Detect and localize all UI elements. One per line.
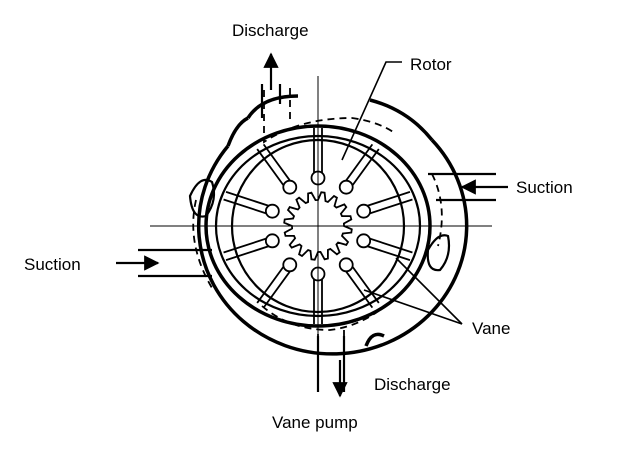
vane [223,191,280,219]
vane [338,257,380,309]
pump-housing [197,94,469,356]
flow-arrows [116,52,508,398]
caption: Vane pump [272,413,358,432]
vane-pivot-hole [282,179,298,195]
pipes [138,84,496,392]
label-rotor: Rotor [410,55,452,74]
port-left [188,178,216,218]
vane-pivot-hole [356,203,372,219]
rotor-leader [341,61,402,161]
vane [356,233,413,261]
vane-leader-2 [363,289,463,325]
vane-pivot-hole [338,179,354,195]
label-vane: Vane [472,319,510,338]
vane-leader-1 [395,257,463,325]
label-suction-right: Suction [516,178,573,197]
label-suction-left: Suction [24,255,81,274]
vane [256,143,298,195]
housing-ports [188,178,451,272]
port-right [426,234,451,272]
vane [338,143,380,195]
centerlines [150,76,492,350]
vane [223,233,280,261]
vane-pivot-hole [264,203,280,219]
label-discharge-bottom: Discharge [374,375,451,394]
vane [256,257,298,309]
vane-pivot-hole [264,233,280,249]
vane-pivot-hole [282,257,298,273]
vane [356,191,413,219]
vane-pivot-hole [356,233,372,249]
label-discharge-top: Discharge [232,21,309,40]
vane-pivot-hole [338,257,354,273]
leader-lines [341,61,463,325]
